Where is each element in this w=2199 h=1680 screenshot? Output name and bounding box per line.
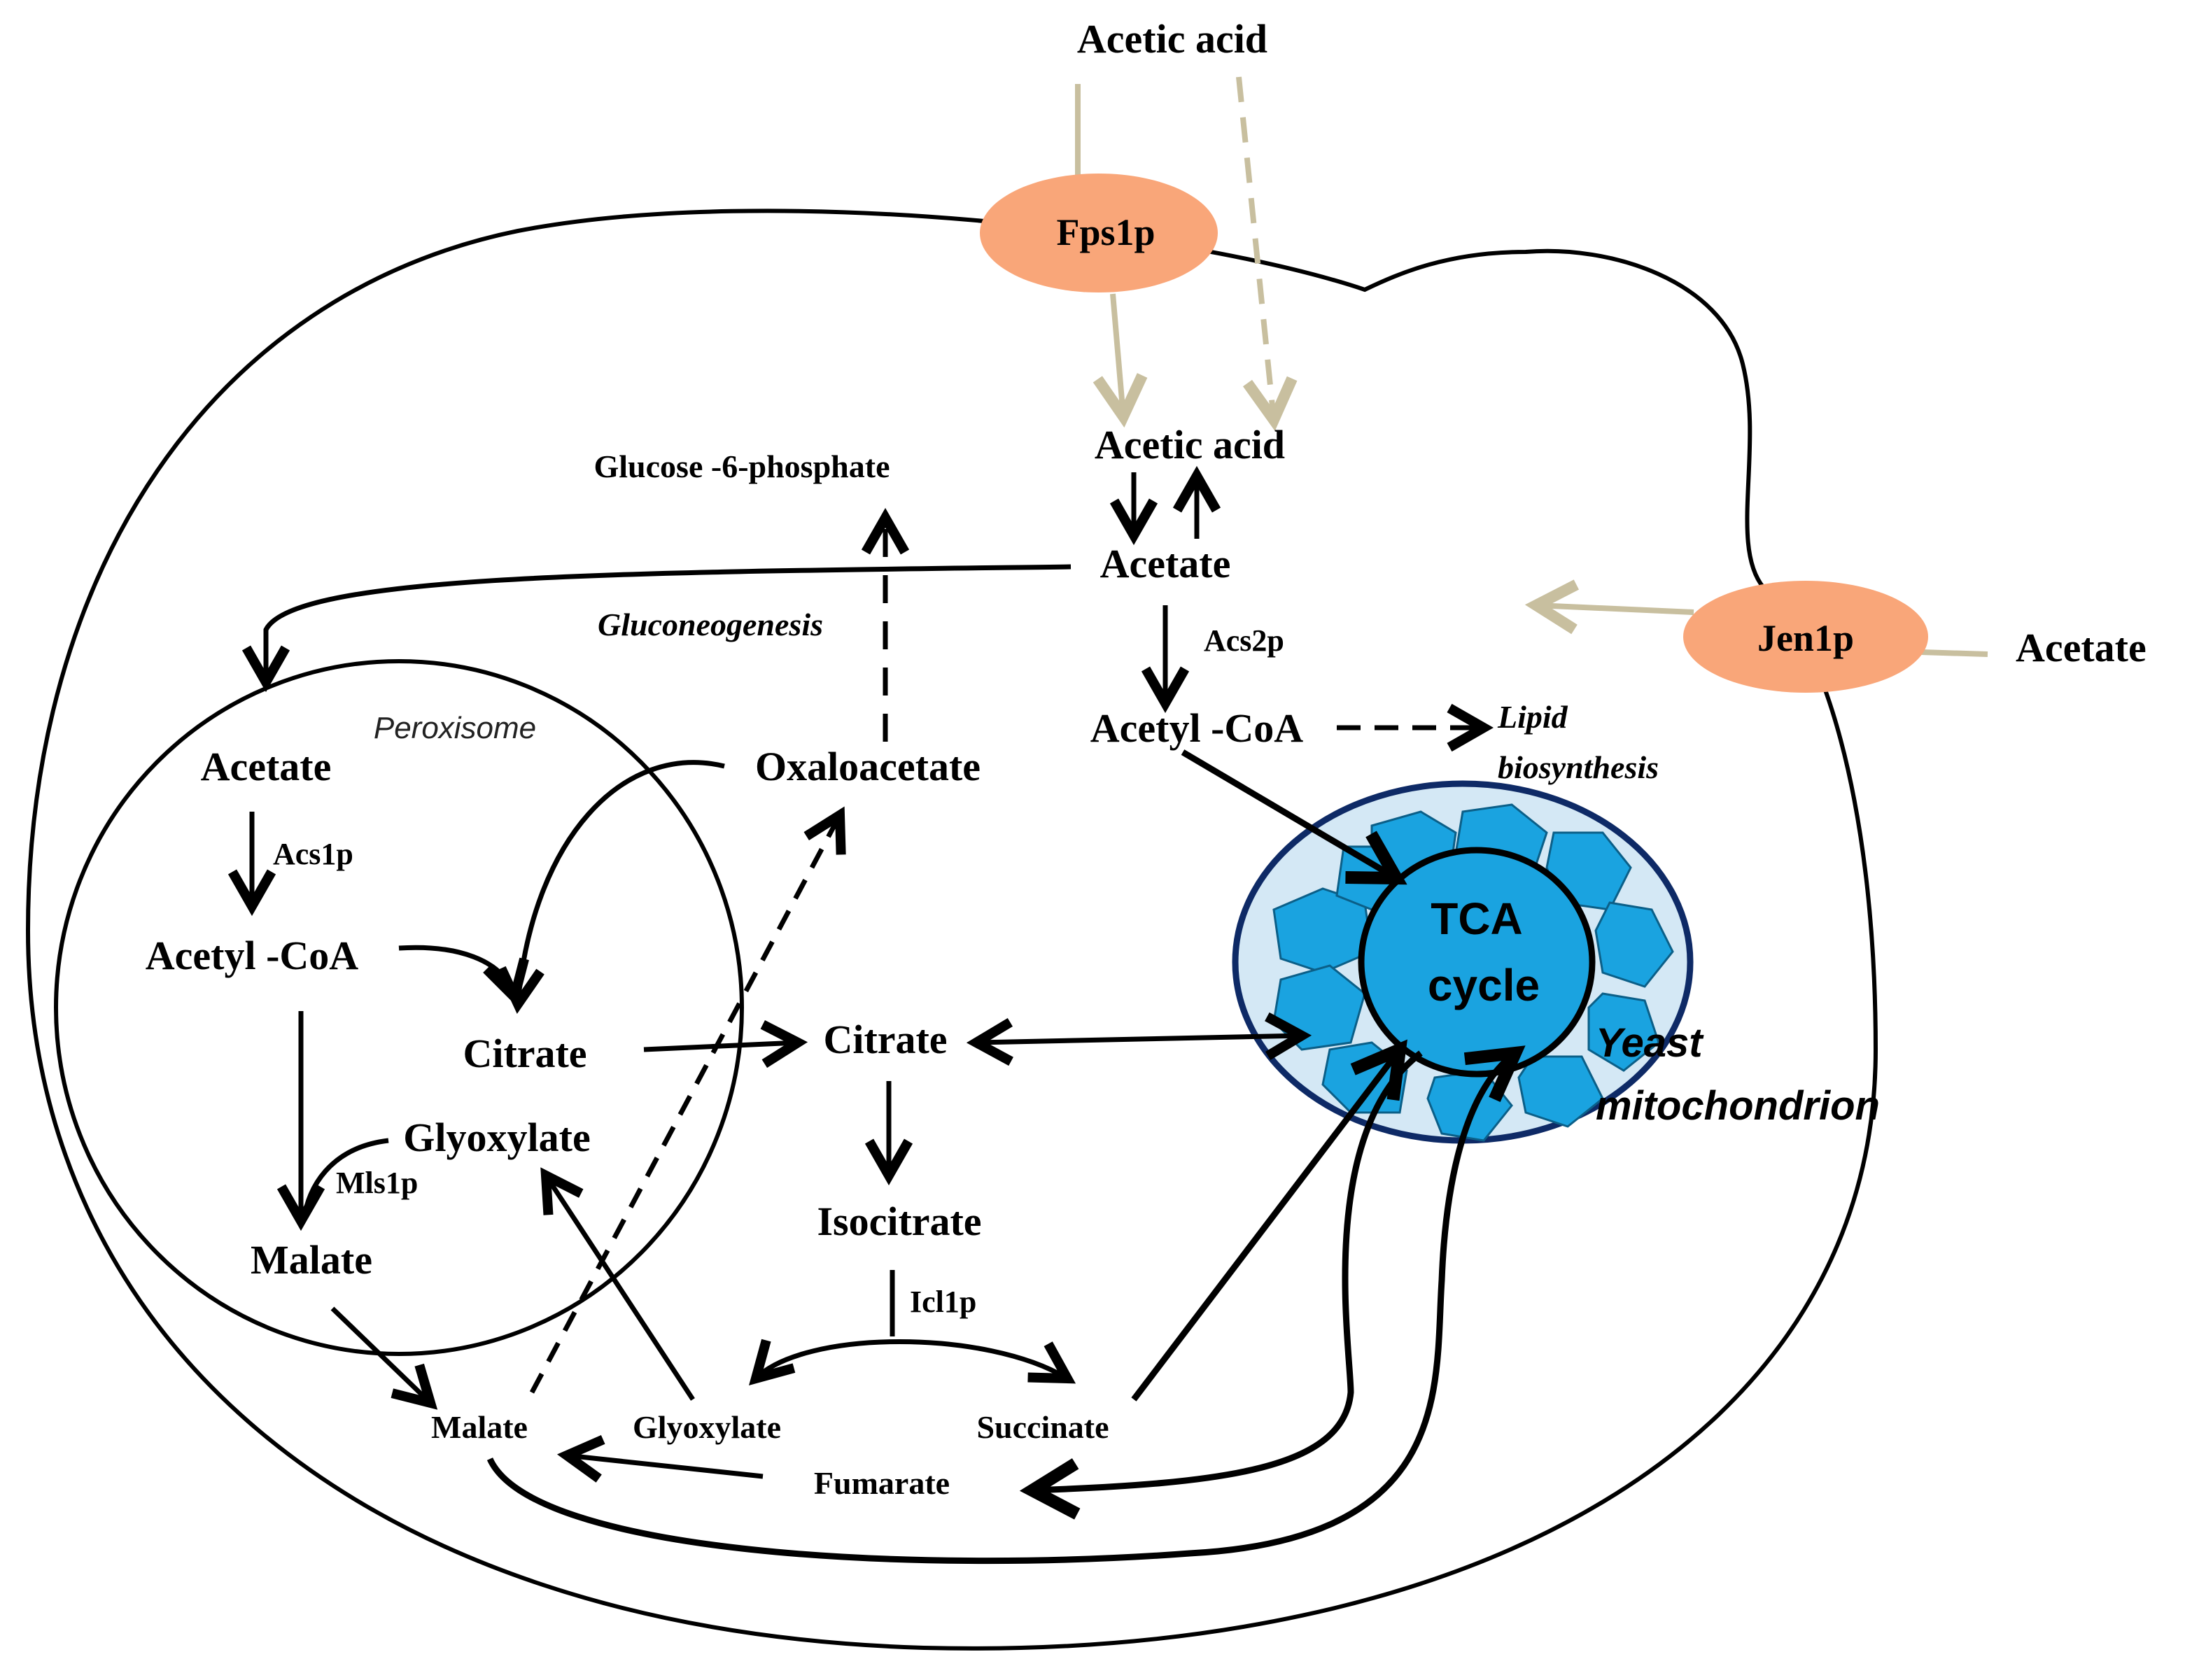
cytosol-acetate: Acetate bbox=[1100, 541, 1231, 586]
lipid-label-2: biosynthesis bbox=[1498, 749, 1659, 785]
cytosol-acetyl-coa: Acetyl -CoA bbox=[1090, 705, 1304, 751]
acetate-to-peroxisome-arrow bbox=[266, 564, 1072, 682]
acs2p-enzyme: Acs2p bbox=[1204, 623, 1284, 658]
peroxisome-glyoxylate: Glyoxylate bbox=[403, 1115, 590, 1160]
cytosol-malate: Malate bbox=[431, 1409, 528, 1445]
malate-to-oxaloacetate-dashed bbox=[529, 815, 840, 1394]
mito-label-2: mitochondrion bbox=[1596, 1083, 1880, 1129]
diffusion-dashed-arrow bbox=[1236, 76, 1274, 420]
jen1p-transporter bbox=[1683, 581, 1928, 693]
fps1p-transporter bbox=[980, 174, 1218, 292]
outside-acetic-acid: Acetic acid bbox=[1077, 16, 1267, 62]
peroxisome-acetate: Acetate bbox=[201, 744, 332, 789]
cytosol-acetic-acid: Acetic acid bbox=[1095, 422, 1285, 467]
tca-label-1: TCA bbox=[1431, 894, 1523, 944]
cytosol-citrate: Citrate bbox=[823, 1017, 947, 1062]
citrate-tca-exchange-arrow bbox=[976, 1036, 1302, 1043]
icl1p-enzyme: Icl1p bbox=[910, 1285, 976, 1319]
glucose-6-phosphate: Glucose -6-phosphate bbox=[594, 449, 890, 484]
mito-label-1: Yeast bbox=[1596, 1020, 1704, 1066]
cell-membrane bbox=[25, 209, 1878, 1651]
oxaloacetate: Oxaloacetate bbox=[755, 744, 981, 789]
peroxisome-citrate: Citrate bbox=[463, 1031, 586, 1076]
isocitrate: Isocitrate bbox=[817, 1199, 981, 1244]
jen1p-import-arrow bbox=[1536, 605, 1988, 654]
fumarate: Fumarate bbox=[814, 1465, 950, 1501]
peroxisome-membrane bbox=[54, 659, 744, 1356]
succinate: Succinate bbox=[976, 1409, 1109, 1445]
fps1p-label: Fps1p bbox=[1056, 211, 1155, 253]
gluconeogenesis-label: Gluconeogenesis bbox=[598, 607, 823, 642]
peroxisome-acetyl-coa: Acetyl -CoA bbox=[146, 933, 359, 978]
tca-label-2: cycle bbox=[1428, 960, 1540, 1010]
outside-acetate: Acetate bbox=[2016, 625, 2147, 670]
mls1p-enzyme: Mls1p bbox=[336, 1166, 418, 1200]
cytosol-glyoxylate: Glyoxylate bbox=[633, 1409, 781, 1445]
peroxisome-malate: Malate bbox=[251, 1237, 372, 1283]
jen1p-label: Jen1p bbox=[1757, 617, 1854, 659]
acs1p-enzyme: Acs1p bbox=[273, 837, 353, 871]
lipid-label-1: Lipid bbox=[1497, 699, 1568, 735]
peroxisome-label: Peroxisome bbox=[374, 711, 536, 745]
